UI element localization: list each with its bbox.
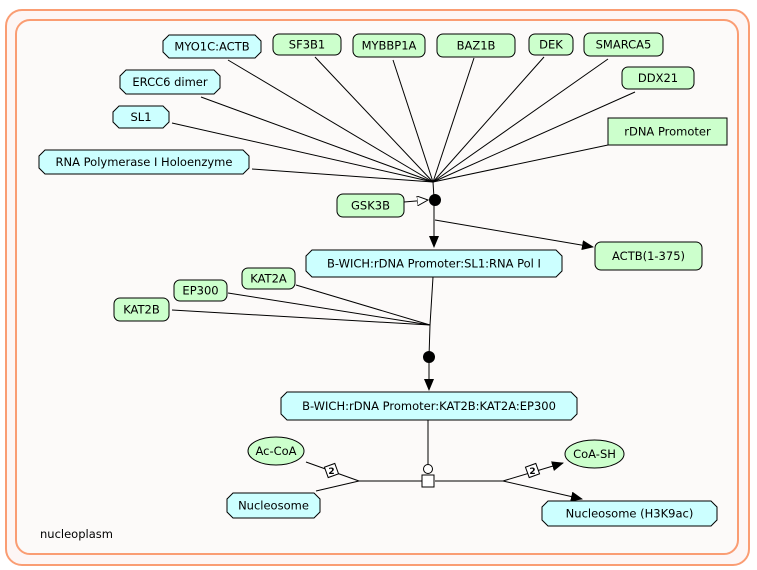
- node-accoa[interactable]: Ac-CoA: [247, 436, 305, 466]
- node-shape: [119, 69, 221, 95]
- node-label: EP300: [182, 284, 218, 298]
- node-shape: [621, 66, 695, 90]
- compartment-nucleoplasm[interactable]: nucleoplasm: [5, 9, 750, 566]
- node-nuc-h3k9ac[interactable]: Nucleosome (H3K9ac): [541, 500, 718, 527]
- node-shape: [541, 500, 718, 527]
- node-shape: [162, 34, 262, 59]
- node-shape: [173, 279, 228, 302]
- node-ercc6[interactable]: ERCC6 dimer: [119, 69, 221, 95]
- node-actb[interactable]: ACTB(1-375): [594, 241, 703, 271]
- node-label: SF3B1: [289, 38, 325, 52]
- reaction-node-r2[interactable]: [423, 351, 435, 363]
- edge-kat2a: [295, 284, 431, 326]
- node-label: Nucleosome: [238, 499, 309, 513]
- node-label: SMARCA5: [596, 38, 652, 52]
- node-bwich1[interactable]: B-WICH:rDNA Promoter:SL1:RNA Pol I: [305, 249, 563, 278]
- node-kat2a[interactable]: KAT2A: [241, 267, 296, 290]
- node-label: B-WICH:rDNA Promoter:SL1:RNA Pol I: [327, 257, 541, 271]
- edge-sf3b1: [314, 56, 434, 183]
- node-shape: [528, 33, 574, 56]
- node-label: GSK3B: [351, 199, 390, 213]
- edge-kat2b: [171, 309, 431, 326]
- node-shape: [112, 105, 170, 129]
- node-dek[interactable]: DEK: [528, 33, 574, 56]
- stoich-coash: 2: [524, 462, 541, 479]
- node-label: MYO1C:ACTB: [174, 40, 249, 54]
- node-shape: [305, 249, 563, 278]
- node-label: rDNA Promoter: [624, 125, 711, 139]
- node-shape: [247, 436, 305, 466]
- node-label: KAT2A: [250, 272, 287, 286]
- node-bwich2[interactable]: B-WICH:rDNA Promoter:KAT2B:KAT2A:EP300: [280, 391, 578, 421]
- node-gsk3b[interactable]: GSK3B: [336, 193, 405, 218]
- edge-to-nuc-h3k9ac: [502, 480, 583, 502]
- edge-dek: [432, 56, 545, 183]
- node-myo1c[interactable]: MYO1C:ACTB: [162, 34, 262, 59]
- edge-ep300: [227, 292, 431, 326]
- node-label: CoA-SH: [573, 447, 616, 461]
- edge-to-actb: [434, 219, 594, 251]
- node-shape: [280, 391, 578, 421]
- node-ep300[interactable]: EP300: [173, 279, 228, 302]
- node-label: ACTB(1-375): [612, 249, 685, 263]
- node-smarca5[interactable]: SMARCA5: [583, 32, 664, 57]
- edge-smarca5: [432, 58, 609, 183]
- node-kat2b[interactable]: KAT2B: [113, 297, 170, 322]
- node-label: DEK: [539, 38, 563, 52]
- node-coash[interactable]: CoA-SH: [564, 439, 625, 469]
- node-label: RNA Polymerase I Holoenzyme: [56, 155, 233, 169]
- node-label: DDX21: [638, 71, 678, 85]
- edge-rnapol: [251, 168, 434, 183]
- node-shape: [583, 32, 664, 57]
- node-label: B-WICH:rDNA Promoter:KAT2B:KAT2A:EP300: [302, 399, 556, 413]
- edge-baz1b: [432, 57, 475, 183]
- node-label: Ac-CoA: [255, 444, 296, 458]
- node-shape: [241, 267, 296, 290]
- node-shape: [352, 33, 426, 58]
- node-label: BAZ1B: [457, 39, 496, 53]
- node-label: Nucleosome (H3K9ac): [566, 507, 694, 521]
- node-shape: [436, 33, 516, 58]
- node-shape: [336, 193, 405, 218]
- catalysis-circle-r3: [423, 464, 433, 474]
- edge-gsk3b-catalysis: [403, 200, 428, 202]
- node-shape: [113, 297, 170, 322]
- node-shape: [564, 439, 625, 469]
- node-shape: [226, 492, 321, 519]
- node-mybbp1a[interactable]: MYBBP1A: [352, 33, 426, 58]
- node-label: ERCC6 dimer: [132, 75, 207, 89]
- node-shape: [594, 241, 703, 271]
- node-ddx21[interactable]: DDX21: [621, 66, 695, 90]
- edge-ercc6: [200, 96, 434, 183]
- edge-rdna: [432, 144, 609, 183]
- node-label: SL1: [130, 110, 151, 124]
- node-baz1b[interactable]: BAZ1B: [436, 33, 516, 58]
- edge-nucleosome: [315, 480, 360, 492]
- node-sl1[interactable]: SL1: [112, 105, 170, 129]
- edge-myo1c: [227, 59, 434, 183]
- node-nucleosome[interactable]: Nucleosome: [226, 492, 321, 519]
- edge-ddx21: [432, 91, 636, 183]
- node-shape: [272, 33, 342, 56]
- compartment-label: nucleoplasm: [40, 527, 113, 541]
- node-label: MYBBP1A: [362, 39, 417, 53]
- stoich-accoa: 2: [323, 462, 340, 479]
- svg-text:2: 2: [328, 467, 334, 477]
- node-shape: [607, 117, 728, 146]
- node-sf3b1[interactable]: SF3B1: [272, 33, 342, 56]
- compartment-inner-border: [15, 19, 739, 555]
- edge-mybbp1a: [392, 59, 434, 183]
- edge-bwich1-r2: [429, 276, 434, 326]
- reaction-node-r3[interactable]: [421, 474, 435, 488]
- svg-text:2: 2: [529, 467, 535, 477]
- node-rnapol[interactable]: RNA Polymerase I Holoenzyme: [38, 149, 250, 175]
- edge-sl1: [171, 122, 434, 183]
- reaction-node-r1[interactable]: [429, 194, 441, 206]
- node-label: KAT2B: [123, 303, 160, 317]
- node-rdna[interactable]: rDNA Promoter: [607, 117, 728, 146]
- node-shape: [38, 149, 250, 175]
